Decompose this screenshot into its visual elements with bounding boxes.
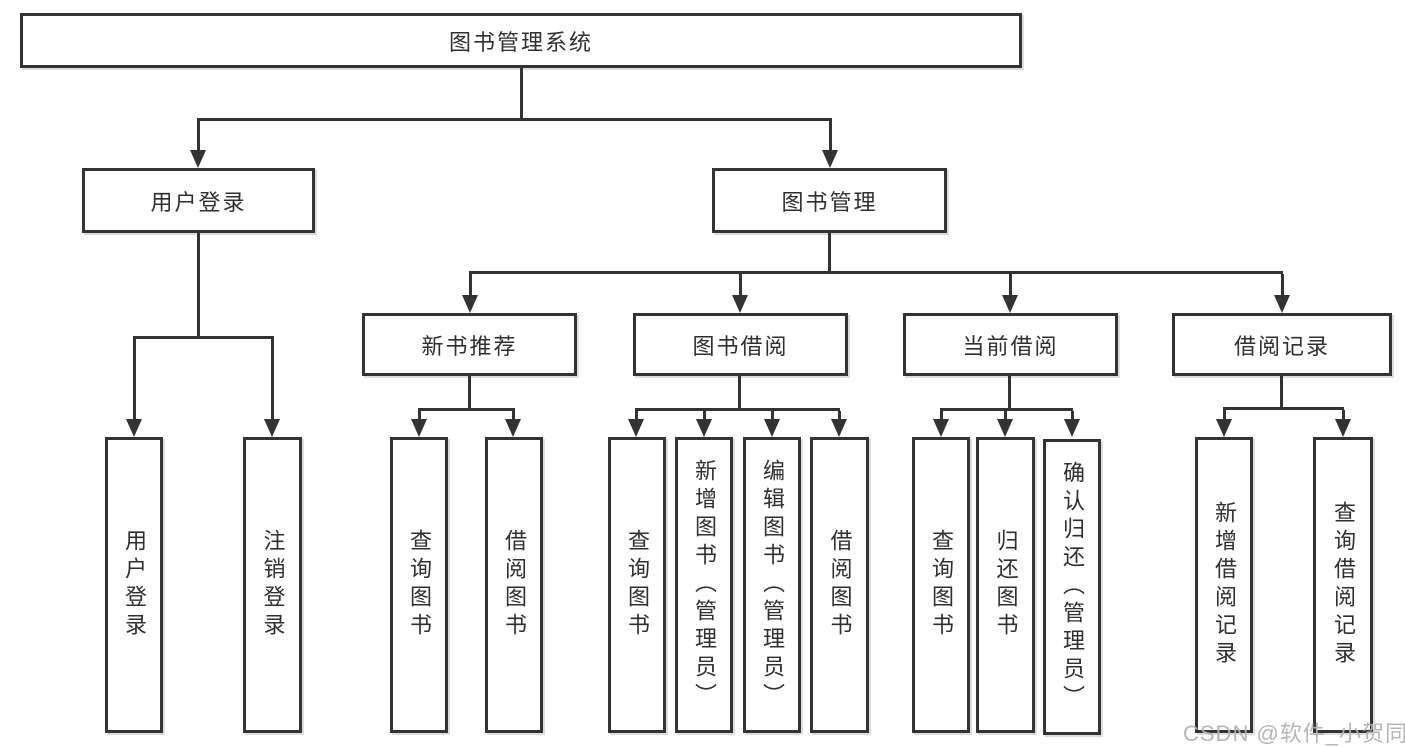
connector-arrow-stem	[771, 411, 774, 421]
connector-arrow-stem	[635, 411, 638, 421]
leaf-confirm-return-admin-label: 确认归还（管理员）	[1060, 461, 1085, 713]
arrow-down-icon	[1335, 419, 1351, 437]
arrow-down-icon	[764, 419, 780, 437]
node-current-borrow-label: 当前借阅	[962, 333, 1059, 359]
connector-newbook-stub	[468, 376, 471, 411]
leaf-user-login-label: 用户登录	[122, 529, 147, 641]
leaf-edit-book-admin-label: 编辑图书（管理员）	[760, 459, 785, 711]
node-user-login-label: 用户登录	[150, 189, 247, 215]
arrow-down-icon	[696, 419, 712, 437]
node-borrow-records: 借阅记录	[1172, 313, 1392, 376]
arrow-down-icon	[126, 419, 142, 437]
csdn-watermark: CSDN @软件_小贺同学	[1183, 721, 1405, 746]
connector-newbook-branch	[418, 408, 515, 411]
node-user-login: 用户登录	[82, 168, 315, 233]
connector-root-stub	[520, 68, 523, 120]
connector-arrow-stem	[133, 339, 136, 421]
node-book-management: 图书管理	[712, 168, 947, 233]
node-book-borrow: 图书借阅	[633, 313, 848, 376]
connector-arrow-stem	[271, 339, 274, 421]
connector-arrow-stem	[838, 411, 841, 421]
arrow-down-icon	[997, 419, 1013, 437]
leaf-borrow-query-book-label: 查询图书	[625, 529, 650, 641]
arrow-down-icon	[1064, 419, 1080, 437]
leaf-newbook-borrow-book: 借阅图书	[485, 437, 543, 733]
connector-arrow-stem	[739, 274, 742, 297]
leaf-add-borrow-record-label: 新增借阅记录	[1212, 501, 1237, 669]
connector-arrow-stem	[940, 411, 943, 421]
node-book-management-label: 图书管理	[781, 189, 878, 215]
leaf-query-borrow-record: 查询借阅记录	[1313, 437, 1373, 733]
leaf-add-book-admin-label: 新增图书（管理员）	[692, 459, 717, 711]
connector-arrow-stem	[1009, 274, 1012, 297]
leaf-newbook-borrow-book-label: 借阅图书	[502, 529, 527, 641]
leaf-newbook-query-book-label: 查询图书	[407, 529, 432, 641]
leaf-return-book-label: 归还图书	[993, 529, 1019, 641]
leaf-query-borrow-record-label: 查询借阅记录	[1331, 501, 1356, 669]
arrow-down-icon	[1002, 295, 1018, 313]
connector-arrow-stem	[418, 411, 421, 421]
connector-arrow-stem	[1071, 411, 1074, 421]
node-root-system: 图书管理系统	[20, 13, 1022, 68]
node-new-book-recommend-label: 新书推荐	[421, 333, 518, 359]
arrow-down-icon	[1216, 419, 1232, 437]
connector-current-branch	[940, 408, 1073, 411]
leaf-borrow-query-book: 查询图书	[608, 437, 666, 733]
leaf-current-query-book: 查询图书	[912, 437, 970, 733]
connector-level2-branch	[197, 118, 832, 121]
leaf-lend-book: 借阅图书	[810, 437, 869, 733]
connector-arrow-stem	[469, 274, 472, 297]
connector-borrow-branch	[635, 408, 840, 411]
leaf-newbook-query-book: 查询图书	[390, 437, 448, 733]
leaf-edit-book-admin: 编辑图书（管理员）	[743, 437, 801, 733]
node-borrow-records-label: 借阅记录	[1233, 333, 1330, 359]
connector-arrow-stem	[1223, 410, 1226, 421]
arrow-down-icon	[933, 419, 949, 437]
node-root-system-label: 图书管理系统	[448, 29, 593, 55]
connector-borrow-stub	[738, 376, 741, 411]
leaf-add-borrow-record: 新增借阅记录	[1195, 437, 1253, 733]
leaf-confirm-return-admin: 确认归还（管理员）	[1043, 439, 1101, 735]
connector-arrow-stem	[703, 411, 706, 421]
leaf-return-book: 归还图书	[976, 437, 1035, 733]
arrow-down-icon	[505, 419, 521, 437]
node-new-book-recommend: 新书推荐	[362, 313, 577, 376]
arrow-down-icon	[831, 419, 847, 437]
arrow-down-icon	[822, 150, 838, 168]
arrow-down-icon	[462, 295, 478, 313]
connector-records-stub	[1280, 376, 1283, 410]
leaf-lend-book-label: 借阅图书	[827, 529, 853, 641]
arrow-down-icon	[1274, 295, 1290, 313]
arrow-down-icon	[411, 419, 427, 437]
connector-arrow-stem	[1004, 411, 1007, 421]
connector-level3-branch	[469, 271, 1283, 274]
leaf-user-login: 用户登录	[105, 437, 163, 733]
node-book-borrow-label: 图书借阅	[692, 333, 789, 359]
connector-arrow-management-stem	[829, 121, 832, 152]
arrow-down-icon	[628, 419, 644, 437]
arrow-down-icon	[190, 150, 206, 168]
arrow-down-icon	[732, 295, 748, 313]
connector-arrow-login-stem	[197, 121, 200, 152]
connector-arrow-stem	[1342, 410, 1345, 421]
connector-login-branch	[133, 336, 274, 339]
connector-records-branch	[1223, 407, 1344, 410]
arrow-down-icon	[264, 419, 280, 437]
connector-current-stub	[1008, 376, 1011, 411]
leaf-add-book-admin: 新增图书（管理员）	[675, 437, 733, 733]
connector-management-stub	[828, 233, 831, 274]
connector-arrow-stem	[512, 411, 515, 421]
leaf-logout: 注销登录	[243, 437, 302, 733]
node-current-borrow: 当前借阅	[903, 313, 1118, 376]
leaf-logout-label: 注销登录	[260, 529, 286, 641]
connector-arrow-stem	[1281, 274, 1284, 297]
leaf-current-query-book-label: 查询图书	[929, 529, 954, 641]
connector-login-stub	[197, 233, 200, 339]
